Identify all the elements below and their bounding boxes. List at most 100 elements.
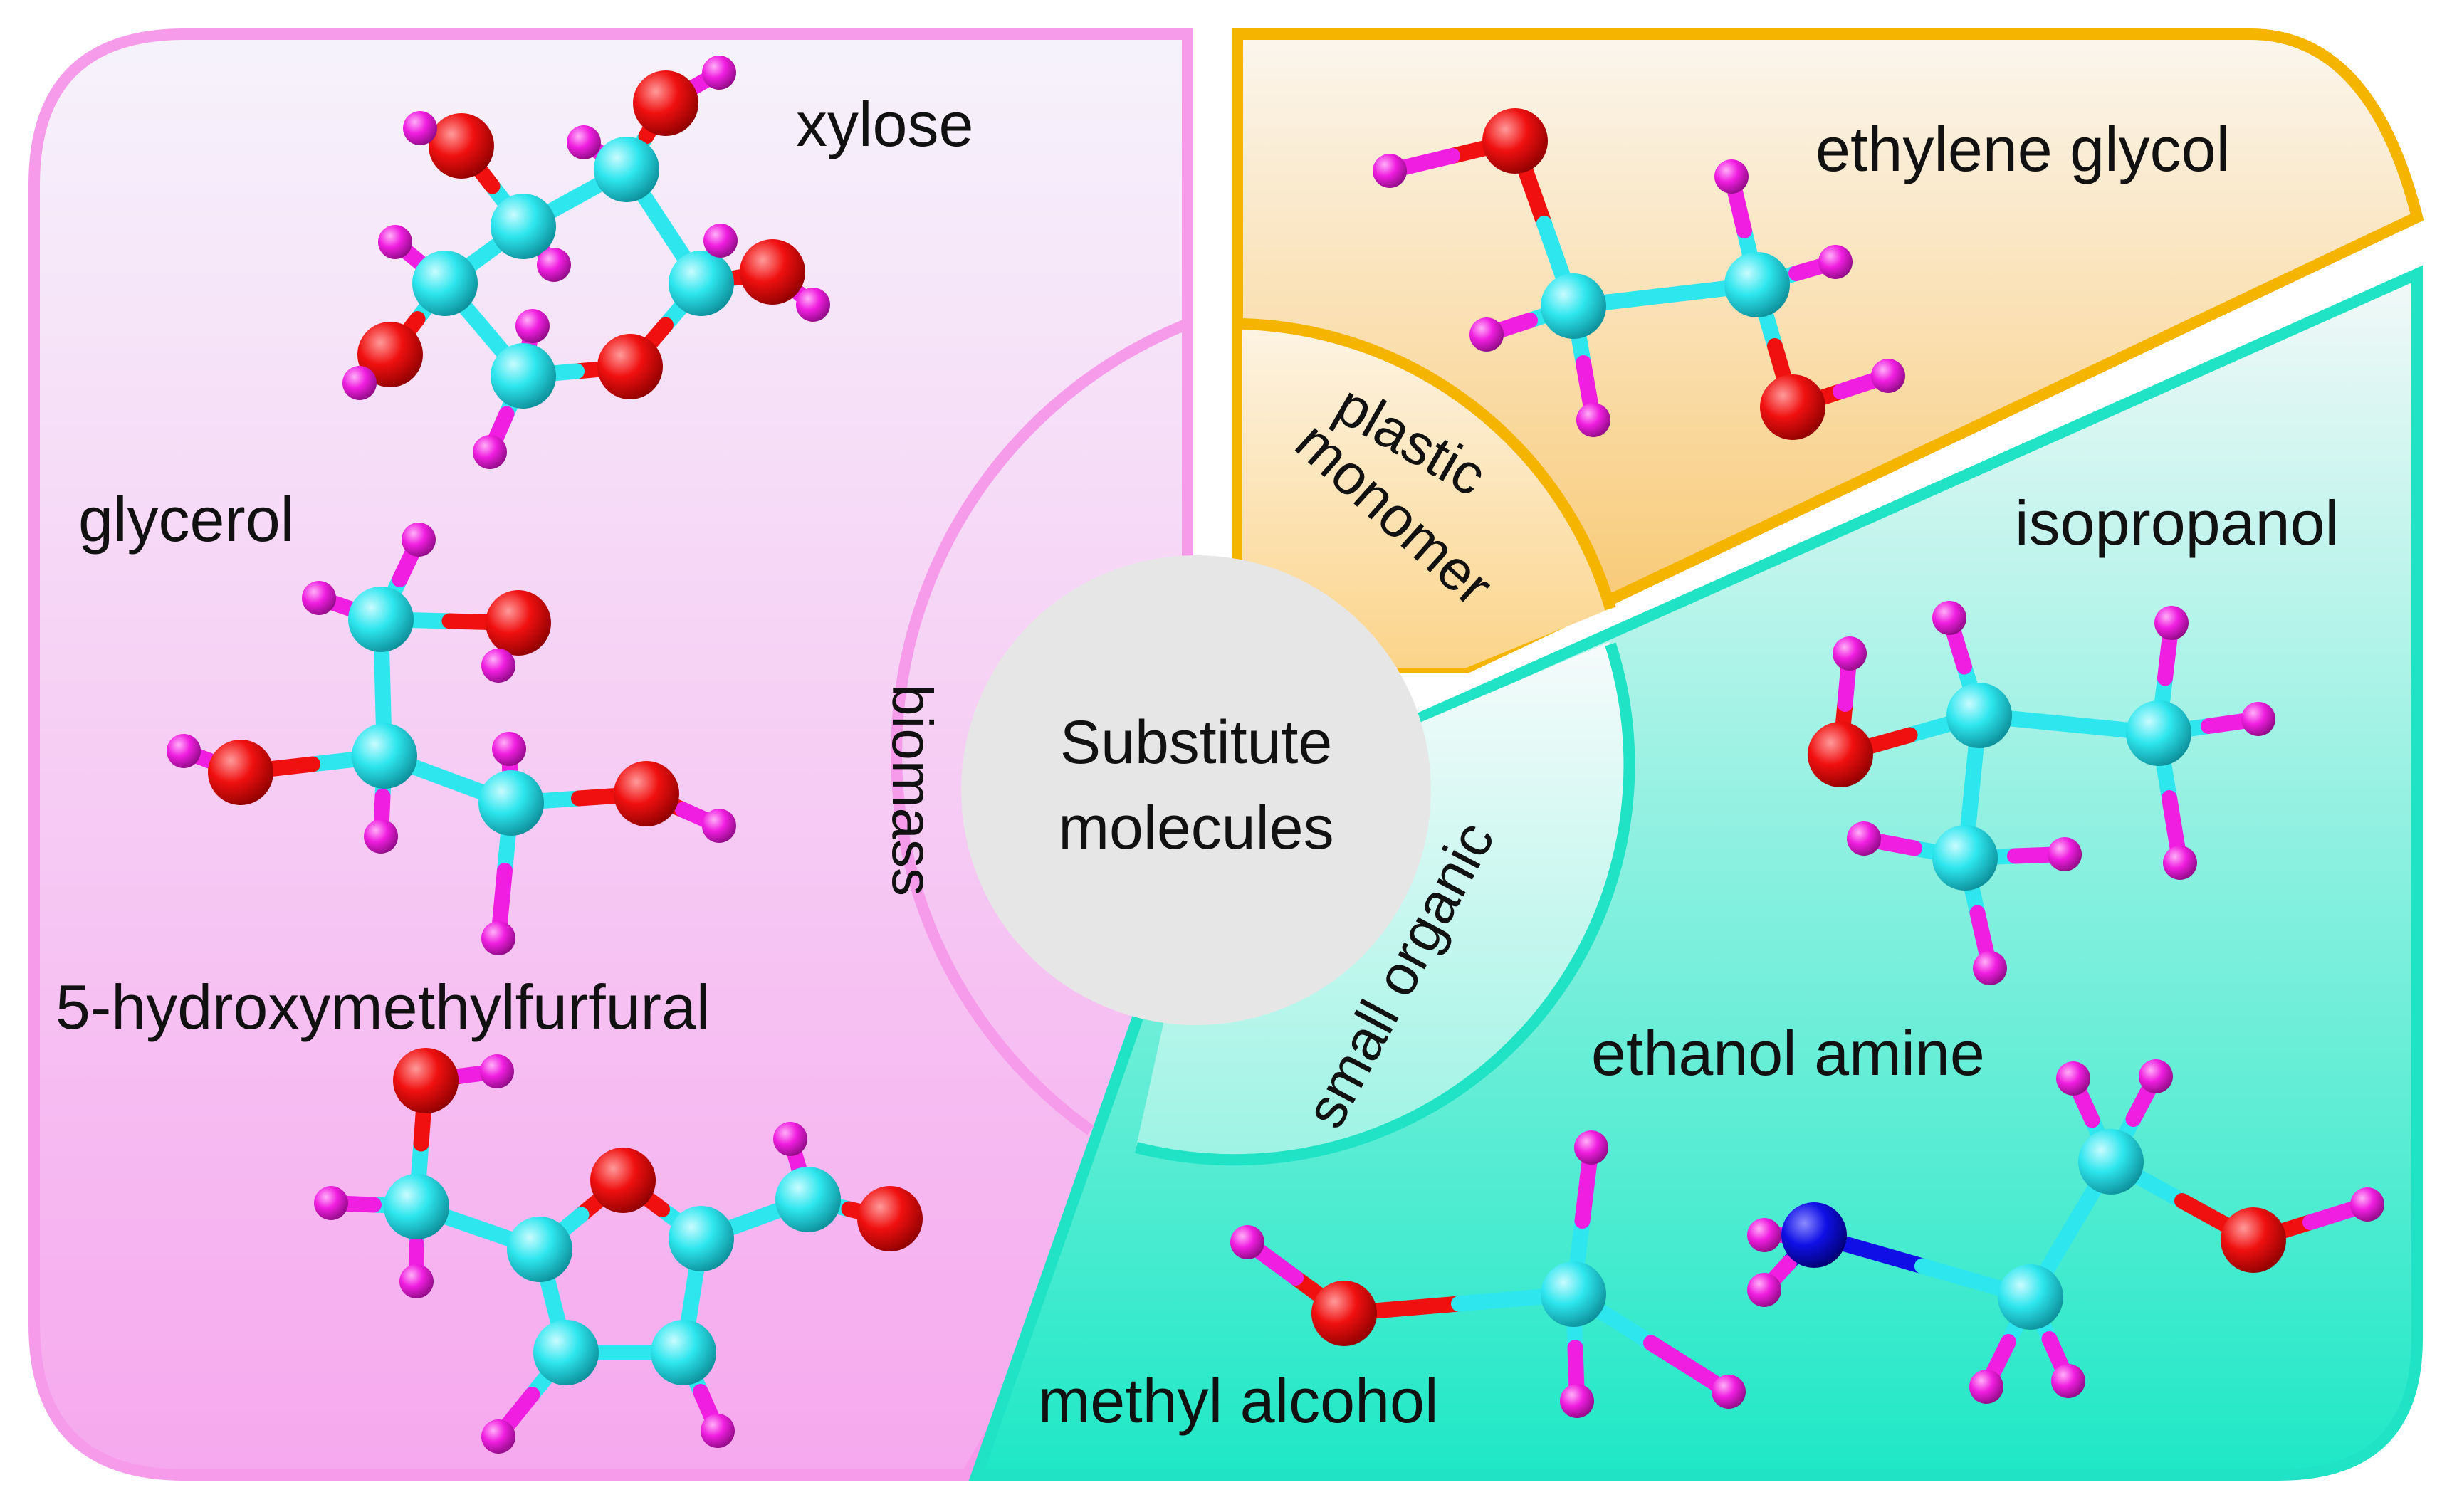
carbon-atom bbox=[669, 251, 734, 316]
hydrogen-atom bbox=[2350, 1187, 2384, 1222]
hydrogen-atom bbox=[481, 649, 515, 683]
hmf-label: 5-hydroxymethylfurfural bbox=[56, 972, 710, 1042]
hydrogen-atom bbox=[702, 56, 736, 90]
carbon-atom bbox=[507, 1217, 572, 1282]
oxygen-atom bbox=[857, 1186, 923, 1251]
carbon-atom bbox=[533, 1320, 599, 1385]
carbon-atom bbox=[412, 251, 478, 316]
hydrogen-atom bbox=[1560, 1384, 1594, 1418]
ethanol-amine-model bbox=[1747, 1059, 2384, 1404]
carbon-atom bbox=[1724, 252, 1790, 317]
ethanol-amine-label: ethanol amine bbox=[1591, 1018, 1985, 1088]
glycerol-label: glycerol bbox=[78, 484, 294, 555]
ethylene-glycol-label: ethylene glycol bbox=[1815, 114, 2230, 184]
hydrogen-atom bbox=[481, 921, 515, 955]
hydrogen-atom bbox=[1818, 245, 1853, 279]
small-organic-panel bbox=[968, 265, 2423, 1481]
hydrogen-atom bbox=[1847, 821, 1881, 856]
hydrogen-atom bbox=[473, 435, 507, 469]
hydrogen-atom bbox=[378, 225, 412, 259]
hydrogen-atom bbox=[342, 366, 377, 400]
hydrogen-atom bbox=[1932, 601, 1966, 635]
hydrogen-atom bbox=[2154, 606, 2189, 640]
center-label-line1: Substitute bbox=[1060, 708, 1332, 777]
carbon-atom bbox=[491, 194, 556, 259]
hydrogen-atom bbox=[1576, 403, 1610, 437]
oxygen-atom bbox=[614, 761, 679, 826]
hydrogen-atom bbox=[492, 732, 526, 766]
oxygen-atom bbox=[357, 322, 423, 387]
hydrogen-atom bbox=[1714, 159, 1749, 194]
hydrogen-atom bbox=[2051, 1364, 2085, 1398]
xylose-label: xylose bbox=[796, 89, 973, 159]
oxygen-atom bbox=[429, 113, 494, 179]
hydrogen-atom bbox=[537, 248, 571, 282]
hydrogen-atom bbox=[314, 1186, 348, 1220]
hydrogen-atom bbox=[402, 523, 436, 557]
hydrogen-atom bbox=[515, 309, 550, 343]
isopropanol-label: isopropanol bbox=[2015, 488, 2339, 558]
oxygen-atom bbox=[393, 1048, 459, 1113]
oxygen-atom bbox=[597, 334, 663, 399]
oxygen-atom bbox=[633, 70, 698, 136]
methyl-alcohol-label: methyl alcohol bbox=[1038, 1365, 1439, 1436]
carbon-atom bbox=[1541, 273, 1606, 339]
carbon-atom bbox=[775, 1167, 841, 1232]
hydrogen-atom bbox=[1712, 1375, 1746, 1409]
carbon-atom bbox=[594, 137, 659, 202]
hydrogen-atom bbox=[1833, 636, 1867, 671]
center-label-line2: molecules bbox=[1058, 794, 1333, 862]
hydrogen-atom bbox=[703, 224, 738, 258]
ethylene-glycol-model bbox=[1373, 108, 1905, 440]
hydrogen-atom bbox=[1747, 1273, 1781, 1307]
carbon-atom bbox=[669, 1206, 734, 1271]
carbon-atom bbox=[384, 1174, 449, 1239]
hydrogen-atom bbox=[399, 1264, 434, 1298]
oxygen-atom bbox=[590, 1148, 656, 1213]
hydrogen-atom bbox=[167, 734, 201, 768]
carbon-atom bbox=[352, 723, 417, 789]
carbon-atom bbox=[478, 770, 544, 836]
hydrogen-atom bbox=[2139, 1059, 2173, 1093]
biomass-ring bbox=[891, 318, 1190, 1135]
center-circle: Substitute molecules bbox=[961, 555, 1431, 1025]
oxygen-atom bbox=[1482, 108, 1548, 174]
hydrogen-atom bbox=[1973, 951, 2007, 985]
glycerol-model bbox=[167, 523, 736, 955]
hydrogen-atom bbox=[567, 125, 601, 159]
oxygen-atom bbox=[740, 239, 805, 305]
carbon-atom bbox=[2126, 700, 2191, 766]
oxygen-atom bbox=[2221, 1207, 2286, 1273]
hydrogen-atom bbox=[302, 581, 336, 615]
hydrogen-atom bbox=[701, 1414, 735, 1448]
hydrogen-atom bbox=[1747, 1218, 1781, 1252]
carbon-atom bbox=[1541, 1261, 1606, 1327]
carbon-atom bbox=[2078, 1129, 2144, 1195]
hydrogen-atom bbox=[480, 1054, 514, 1088]
xylose-model bbox=[342, 56, 830, 469]
hydrogen-atom bbox=[2163, 846, 2197, 880]
hydrogen-atom bbox=[702, 809, 736, 843]
hmf-model bbox=[314, 1048, 923, 1454]
hydrogen-atom bbox=[2048, 837, 2082, 871]
hydrogen-atom bbox=[2056, 1061, 2090, 1096]
hydrogen-atom bbox=[364, 819, 398, 854]
carbon-atom bbox=[491, 343, 556, 409]
carbon-atom bbox=[1946, 683, 2012, 748]
oxygen-atom bbox=[1808, 722, 1873, 787]
hydrogen-atom bbox=[773, 1122, 807, 1156]
methyl-alcohol-model bbox=[1230, 1130, 1746, 1418]
carbon-atom bbox=[1998, 1264, 2063, 1330]
hydrogen-atom bbox=[1469, 317, 1504, 352]
nitrogen-atom bbox=[1781, 1202, 1847, 1268]
hydrogen-atom bbox=[481, 1419, 515, 1454]
hydrogen-atom bbox=[1574, 1130, 1608, 1165]
hydrogen-atom bbox=[1230, 1225, 1264, 1259]
carbon-atom bbox=[1932, 825, 1998, 891]
biomass-panel bbox=[28, 28, 1193, 1481]
oxygen-atom bbox=[486, 590, 551, 656]
carbon-atom bbox=[348, 587, 414, 652]
hydrogen-atom bbox=[796, 288, 830, 322]
hydrogen-atom bbox=[1969, 1370, 2003, 1404]
